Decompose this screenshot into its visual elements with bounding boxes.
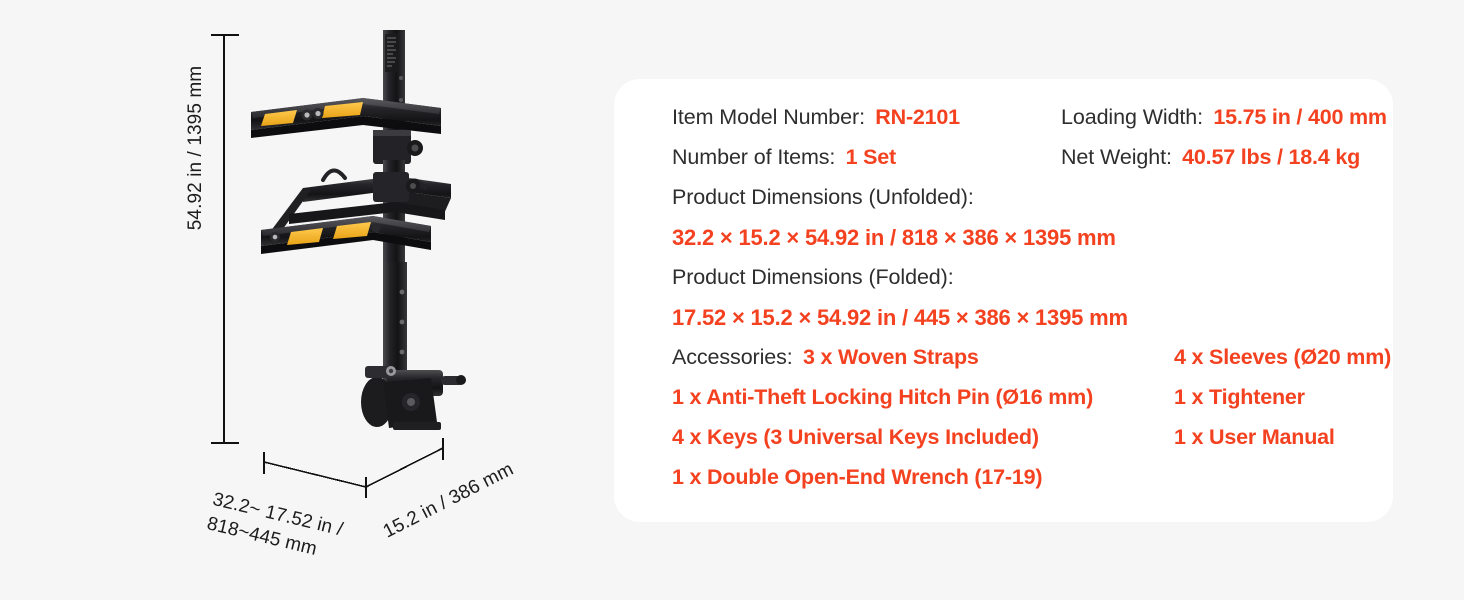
spec-row-accessories-3: 4 x Keys (3 Universal Keys Included) 1 x… bbox=[644, 425, 1363, 465]
value-accessory-user-manual: 1 x User Manual bbox=[1174, 425, 1335, 449]
spec-row-accessories-1: Accessories: 3 x Woven Straps 4 x Sleeve… bbox=[644, 345, 1391, 385]
value-accessory-tightener: 1 x Tightener bbox=[1174, 385, 1305, 409]
spec-row-dimensions-unfolded-value: 32.2 × 15.2 × 54.92 in / 818 × 386 × 139… bbox=[644, 225, 1363, 265]
spec-row-items-net-weight: Number of Items: 1 Set Net Weight: 40.57… bbox=[644, 145, 1363, 185]
product-photo-bike-rack bbox=[251, 30, 466, 430]
spec-row-dimensions-unfolded-label: Product Dimensions (Unfolded): bbox=[644, 185, 1363, 225]
dimension-label-depth: 32.2~ 17.52 in / 818~445 mm bbox=[204, 487, 345, 567]
value-net-weight: 40.57 lbs / 18.4 kg bbox=[1182, 145, 1361, 169]
spec-row-model-loading-width: Item Model Number: RN-2101 Loading Width… bbox=[644, 105, 1387, 145]
label-net-weight: Net Weight: bbox=[1061, 145, 1178, 169]
spec-item-model-number: Item Model Number: RN-2101 bbox=[672, 105, 960, 130]
dimension-label-width: 15.2 in / 386 mm bbox=[379, 458, 517, 543]
value-accessory-sleeves: 4 x Sleeves (Ø20 mm) bbox=[1174, 345, 1392, 369]
label-number-of-items: Number of Items: bbox=[672, 145, 842, 169]
value-number-of-items: 1 Set bbox=[845, 145, 897, 169]
dimensions-folded-value-wrap: 17.52 × 15.2 × 54.92 in / 445 × 386 × 13… bbox=[672, 305, 1128, 331]
dimensions-unfolded-value-wrap: 32.2 × 15.2 × 54.92 in / 818 × 386 × 139… bbox=[672, 225, 1116, 251]
label-item-model-number: Item Model Number: bbox=[672, 105, 871, 129]
label-accessories: Accessories: bbox=[672, 345, 799, 369]
spec-row-accessories-2: 1 x Anti-Theft Locking Hitch Pin (Ø16 mm… bbox=[644, 385, 1363, 425]
spec-item-number-of-items: Number of Items: 1 Set bbox=[672, 145, 896, 170]
accessory-keys-wrap: 4 x Keys (3 Universal Keys Included) bbox=[672, 425, 1039, 450]
dimensions-unfolded-label-wrap: Product Dimensions (Unfolded): bbox=[672, 185, 974, 210]
accessory-wrench-wrap: 1 x Double Open-End Wrench (17-19) bbox=[672, 465, 1043, 490]
label-loading-width: Loading Width: bbox=[1061, 105, 1209, 129]
specification-card: Item Model Number: RN-2101 Loading Width… bbox=[614, 79, 1393, 522]
value-accessory-keys: 4 x Keys (3 Universal Keys Included) bbox=[672, 425, 1039, 449]
dimension-label-height-text: 54.92 in / 1395 mm bbox=[185, 65, 206, 231]
accessory-hitch-pin-wrap: 1 x Anti-Theft Locking Hitch Pin (Ø16 mm… bbox=[672, 385, 1093, 410]
label-dimensions-folded: Product Dimensions (Folded): bbox=[672, 265, 954, 289]
value-accessory-wrench: 1 x Double Open-End Wrench (17-19) bbox=[672, 465, 1043, 489]
label-dimensions-unfolded: Product Dimensions (Unfolded): bbox=[672, 185, 974, 209]
dimensions-folded-label-wrap: Product Dimensions (Folded): bbox=[672, 265, 954, 290]
spec-row-accessories-4: 1 x Double Open-End Wrench (17-19) bbox=[644, 465, 1363, 505]
value-accessory-hitch-pin: 1 x Anti-Theft Locking Hitch Pin (Ø16 mm… bbox=[672, 385, 1094, 409]
value-accessory-woven-straps: 3 x Woven Straps bbox=[803, 345, 979, 369]
value-loading-width: 15.75 in / 400 mm bbox=[1213, 105, 1387, 129]
spec-row-dimensions-folded-label: Product Dimensions (Folded): bbox=[644, 265, 1363, 305]
value-item-model-number: RN-2101 bbox=[875, 105, 960, 129]
value-dimensions-unfolded: 32.2 × 15.2 × 54.92 in / 818 × 386 × 139… bbox=[672, 225, 1116, 250]
dimension-label-height: 54.92 in / 1395 mm bbox=[183, 0, 208, 230]
accessory-tightener-wrap: 1 x Tightener bbox=[1174, 385, 1305, 410]
product-diagram: 54.92 in / 1395 mm 32.2~ 17.52 in / 818~… bbox=[0, 0, 600, 600]
accessories-first-line: Accessories: 3 x Woven Straps bbox=[672, 345, 979, 370]
accessory-user-manual-wrap: 1 x User Manual bbox=[1174, 425, 1335, 450]
value-dimensions-folded: 17.52 × 15.2 × 54.92 in / 445 × 386 × 13… bbox=[672, 305, 1128, 330]
spec-item-net-weight: Net Weight: 40.57 lbs / 18.4 kg bbox=[1061, 145, 1360, 170]
accessory-sleeves-wrap: 4 x Sleeves (Ø20 mm) bbox=[1174, 345, 1391, 370]
spec-item-loading-width: Loading Width: 15.75 in / 400 mm bbox=[1061, 105, 1387, 130]
spec-row-dimensions-folded-value: 17.52 × 15.2 × 54.92 in / 445 × 386 × 13… bbox=[644, 305, 1363, 345]
